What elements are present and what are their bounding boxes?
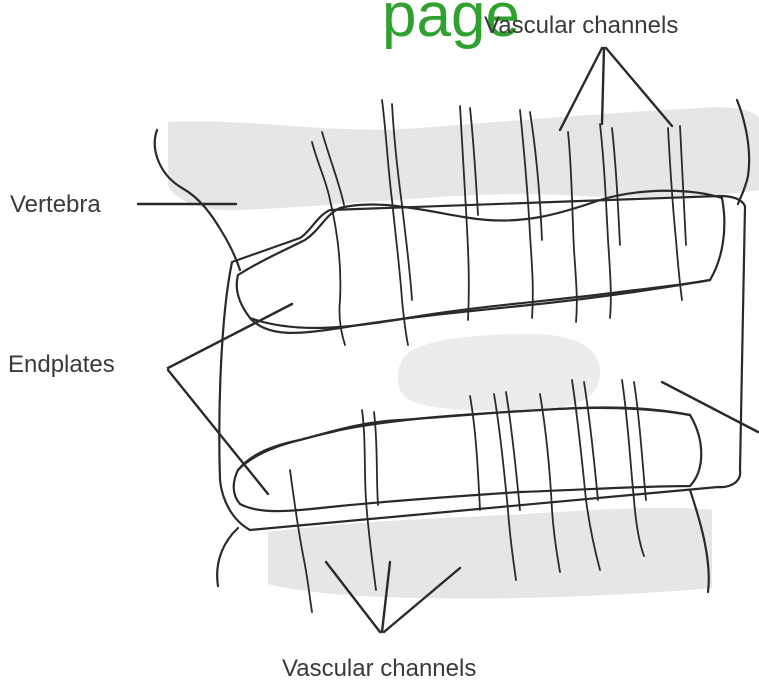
label-endplates: Endplates bbox=[8, 351, 115, 378]
label-vascular-channels-bottom: Vascular channels bbox=[282, 655, 476, 682]
lower-left-outline bbox=[217, 528, 238, 586]
label-vascular-channels-top: Vascular channels bbox=[484, 12, 678, 39]
nucleus-pulposus bbox=[398, 334, 600, 411]
upper-endplate-boundary bbox=[250, 280, 710, 328]
label-vertebra: Vertebra bbox=[10, 191, 101, 218]
upper-endplate bbox=[237, 191, 725, 333]
lower-endplate-boundary bbox=[238, 408, 690, 470]
